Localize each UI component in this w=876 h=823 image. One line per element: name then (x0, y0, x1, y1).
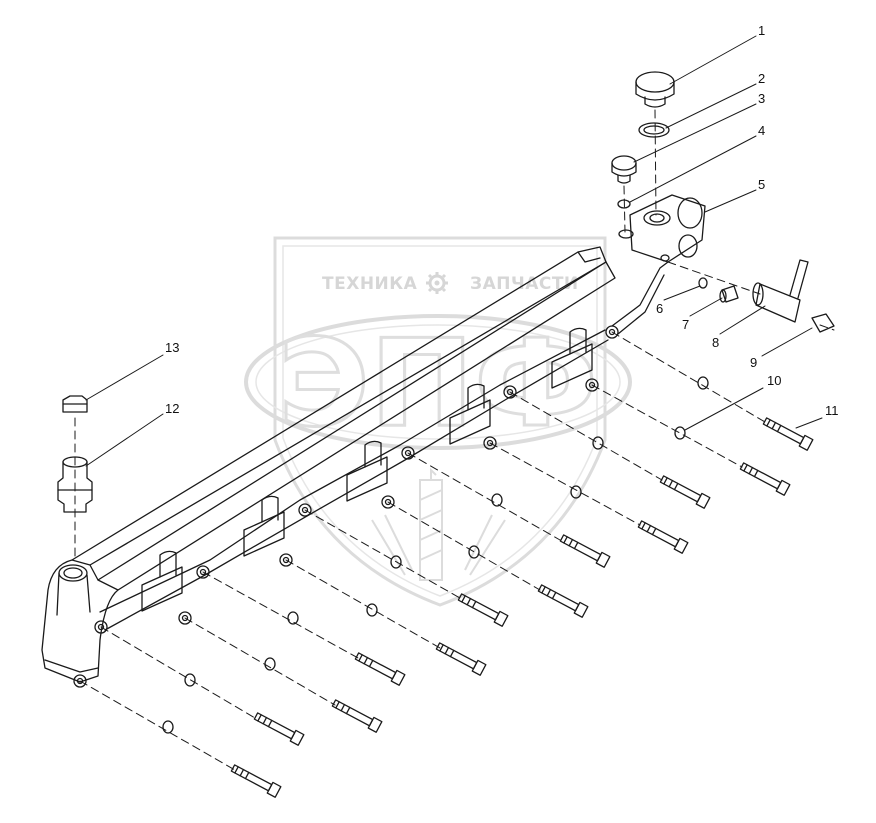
plug-part-1 (635, 71, 675, 108)
leader-lines (85, 35, 823, 467)
drawing (41, 35, 835, 798)
bolts-part-11 (230, 417, 814, 798)
plug-part-7 (719, 285, 739, 303)
callout-11: 11 (825, 403, 839, 418)
callout-9: 9 (750, 355, 758, 370)
watermark-oval (244, 314, 632, 450)
cap-part-13 (62, 395, 88, 413)
washer-part-6 (698, 277, 708, 289)
manifold-rail (71, 246, 607, 566)
watermark-brand-left: ТЕХНИКА (322, 274, 418, 294)
watermark-shield (273, 236, 607, 607)
callout-1: 1 (758, 23, 766, 38)
callout-2: 2 (758, 71, 766, 86)
callout-13: 13 (165, 340, 180, 355)
callout-12: 12 (165, 401, 180, 416)
manifold-elbow (41, 559, 119, 683)
fitting-part-9 (811, 313, 835, 333)
callout-4: 4 (758, 123, 766, 138)
watermark-monogram: ЭПФ (278, 315, 598, 454)
sensor-part-8 (752, 259, 809, 323)
washers-part-10 (162, 376, 709, 734)
manifold-ports (141, 327, 593, 612)
gear-icon (426, 272, 448, 294)
callout-8: 8 (712, 335, 720, 350)
callout-7: 7 (682, 317, 690, 332)
callout-10: 10 (767, 373, 782, 388)
wheat-sheaf-icon (371, 467, 506, 581)
watermark-brand-right: ЗАПЧАСТИ (470, 274, 579, 294)
callout-6: 6 (656, 301, 664, 316)
lug-holes (178, 325, 619, 625)
plug-part-3 (611, 155, 637, 184)
assembly-axes (74, 109, 835, 771)
seal-ring-part-2 (638, 122, 670, 138)
callout-3: 3 (758, 91, 766, 106)
end-fitting (629, 194, 706, 263)
callout-5: 5 (758, 177, 766, 192)
